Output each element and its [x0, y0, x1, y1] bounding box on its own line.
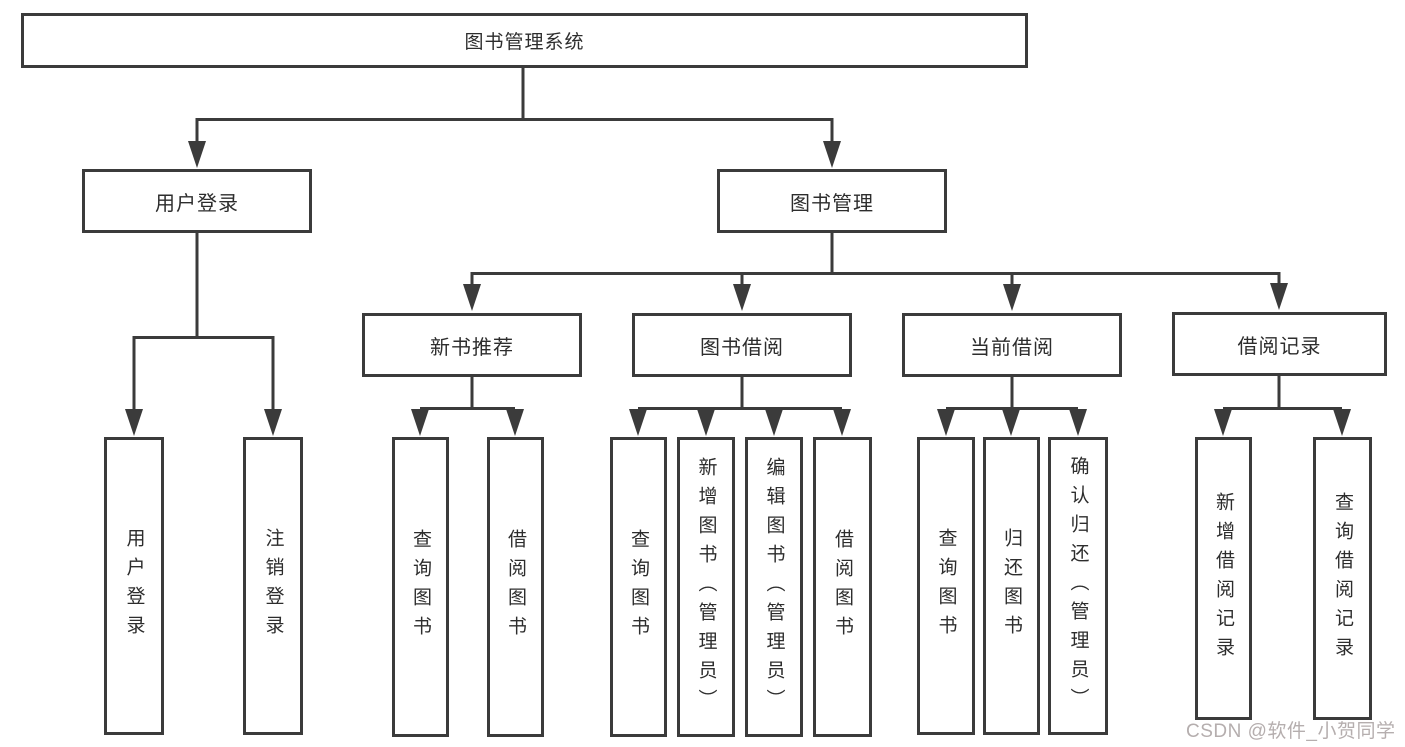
node-current-borrow: 当前借阅	[902, 313, 1122, 377]
leaf-query-book-recommend: 查询图书	[392, 437, 449, 737]
node-borrow-records: 借阅记录	[1172, 312, 1387, 376]
node-book-borrow: 图书借阅	[632, 313, 852, 377]
leaf-return-book: 归还图书	[983, 437, 1040, 735]
leaf-logout-login: 注销登录	[243, 437, 303, 735]
leaf-borrow-book: 借阅图书	[813, 437, 872, 737]
leaf-query-book-borrow: 查询图书	[610, 437, 667, 737]
node-new-book-recommend: 新书推荐	[362, 313, 582, 377]
leaf-query-borrow-record: 查询借阅记录	[1313, 437, 1372, 720]
connector-lines	[132, 67, 1342, 412]
leaf-borrow-book-recommend: 借阅图书	[487, 437, 544, 737]
node-user-login: 用户登录	[82, 169, 312, 233]
connector-arrowheads	[125, 141, 1351, 436]
node-book-management: 图书管理	[717, 169, 947, 233]
leaf-user-login: 用户登录	[104, 437, 164, 735]
csdn-watermark: CSDN @软件_小贺同学	[1186, 721, 1396, 742]
leaf-query-book-current: 查询图书	[917, 437, 975, 735]
leaf-add-book-admin: 新增图书（管理员）	[677, 437, 735, 737]
leaf-edit-book-admin: 编辑图书（管理员）	[745, 437, 803, 737]
leaf-add-borrow-record: 新增借阅记录	[1195, 437, 1252, 720]
leaf-confirm-return-admin: 确认归还（管理员）	[1048, 437, 1108, 735]
node-library-system: 图书管理系统	[21, 13, 1028, 68]
